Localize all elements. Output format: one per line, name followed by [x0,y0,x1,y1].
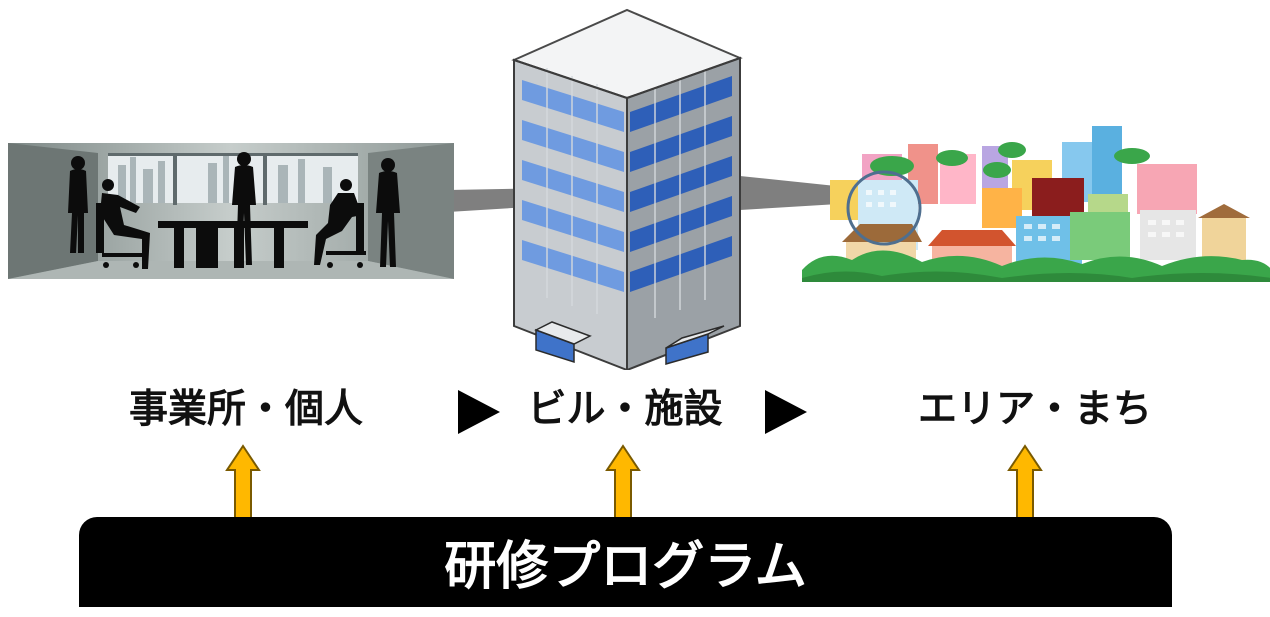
flow-arrow-icon [458,390,500,434]
stage-label-area: エリア・まち [917,387,1152,432]
up-arrow-icon [225,444,261,520]
program-bar: 研修プログラム [79,517,1172,607]
office-meeting-illustration [8,143,454,279]
stage-label-office: 事業所・個人 [128,387,363,432]
program-label: 研修プログラム [444,537,807,597]
office-building-illustration [511,8,743,370]
connector-beam-right [740,176,855,210]
city-skyline-illustration [802,126,1270,282]
up-arrow-icon [1007,444,1043,520]
up-arrow-icon [605,444,641,520]
stage-label-building: ビル・施設 [527,387,723,432]
flow-arrow-icon [765,390,807,434]
